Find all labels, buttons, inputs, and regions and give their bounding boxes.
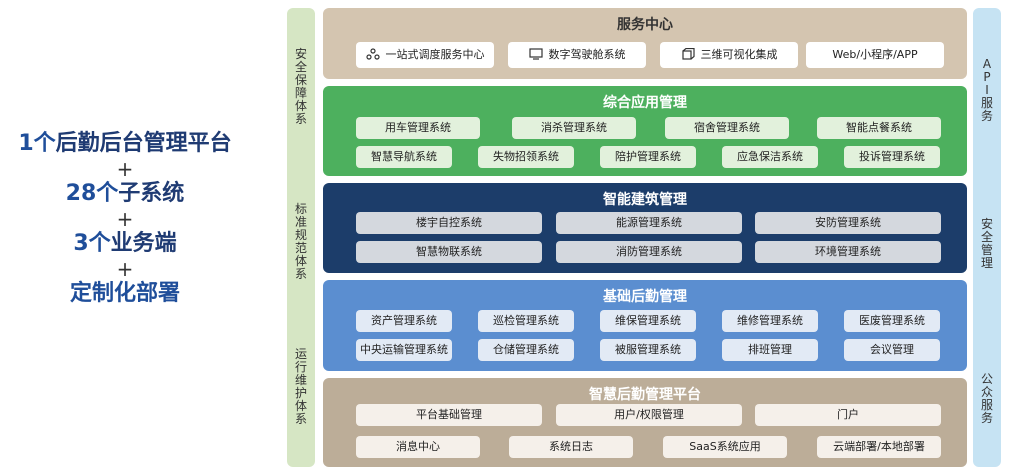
panel-title: 智能建筑管理 [603,192,687,208]
subsystem-box: 会议管理 [844,339,940,361]
subsystem-box: 楼宇自控系统 [356,212,542,234]
left-bar-label-standards: 标准规范体系 [294,202,307,281]
subsystem-box: 系统日志 [509,436,633,458]
subsystem-box: 资产管理系统 [356,310,452,332]
subsystem-box: 投诉管理系统 [844,146,940,168]
subsystem-box: 能源管理系统 [556,212,742,234]
subsystem-box: 应急保洁系统 [722,146,818,168]
panel-title: 综合应用管理 [603,95,687,111]
subsystem-box: 维保管理系统 [600,310,696,332]
subsystem-box: 医废管理系统 [844,310,940,332]
subsystem-box: 安防管理系统 [755,212,941,234]
subsystem-box: 被服管理系统 [600,339,696,361]
subsystem-box: 失物招领系统 [478,146,574,168]
left-system-bar: 安全保障体系 标准规范体系 运行维护体系 [287,8,315,467]
subsystem-box: 用户/权限管理 [556,404,742,426]
plus-sign: + [116,157,134,181]
subsystem-box: 环境管理系统 [755,241,941,263]
subsystem-box: 仓储管理系统 [478,339,574,361]
subsystem-box: 中央运输管理系统 [356,339,452,361]
summary-line-subsystems: 28个子系统 [65,181,185,206]
logistics-management-panel: 基础后勤管理 资产管理系统 巡检管理系统 维保管理系统 维修管理系统 医废管理系… [323,280,967,371]
panel-title: 智慧后勤管理平台 [589,387,701,403]
right-bar-label-public: 公众服务 [980,372,993,425]
summary-line-clients: 3个业务端 [73,231,177,256]
subsystem-box: 陪护管理系统 [600,146,696,168]
subsystem-box: 门户 [755,404,941,426]
panel-title: 基础后勤管理 [603,289,687,305]
subsystem-box: 维修管理系统 [722,310,818,332]
subsystem-box: 用车管理系统 [356,117,480,139]
service-item-dispatch: 一站式调度服务中心 [356,42,494,68]
panel-title: 服务中心 [617,17,673,33]
cube-icon [681,44,695,60]
subsystem-box: 消息中心 [356,436,480,458]
network-icon [365,44,380,60]
service-item-web: Web/小程序/APP [806,42,944,68]
subsystem-box: 智慧物联系统 [356,241,542,263]
platform-panel: 智慧后勤管理平台 平台基础管理 用户/权限管理 门户 消息中心 系统日志 Saa… [323,378,967,467]
service-center-panel: 服务中心 一站式调度服务中心 数字驾驶舱系统 三维可视化集成 Web/小程序/A… [323,8,967,79]
plus-sign: + [116,257,134,281]
subsystem-box: 智慧导航系统 [356,146,452,168]
subsystem-box: 消杀管理系统 [512,117,636,139]
subsystem-box: SaaS系统应用 [663,436,787,458]
subsystem-box: 智能点餐系统 [817,117,941,139]
service-item-3d: 三维可视化集成 [660,42,798,68]
subsystem-box: 巡检管理系统 [478,310,574,332]
app-management-panel: 综合应用管理 用车管理系统 消杀管理系统 宿舍管理系统 智能点餐系统 智慧导航系… [323,86,967,176]
building-management-panel: 智能建筑管理 楼宇自控系统 能源管理系统 安防管理系统 智慧物联系统 消防管理系… [323,183,967,273]
subsystem-box: 平台基础管理 [356,404,542,426]
monitor-icon [528,44,543,60]
service-item-cockpit: 数字驾驶舱系统 [508,42,646,68]
left-bar-label-operations: 运行维护体系 [294,347,307,426]
subsystem-box: 云端部署/本地部署 [817,436,941,458]
plus-sign: + [116,207,134,231]
left-bar-label-security: 安全保障体系 [294,47,307,126]
summary-line-deploy: 定制化部署 [69,281,180,306]
left-summary: 1个后勤后台管理平台 + 28个子系统 + 3个业务端 + 定制化部署 [0,130,250,308]
subsystem-box: 宿舍管理系统 [665,117,789,139]
subsystem-box: 消防管理系统 [556,241,742,263]
subsystem-box: 排班管理 [722,339,818,361]
summary-line-platform: 1个后勤后台管理平台 [18,131,232,156]
right-bar-label-security: 安全管理 [980,217,993,270]
